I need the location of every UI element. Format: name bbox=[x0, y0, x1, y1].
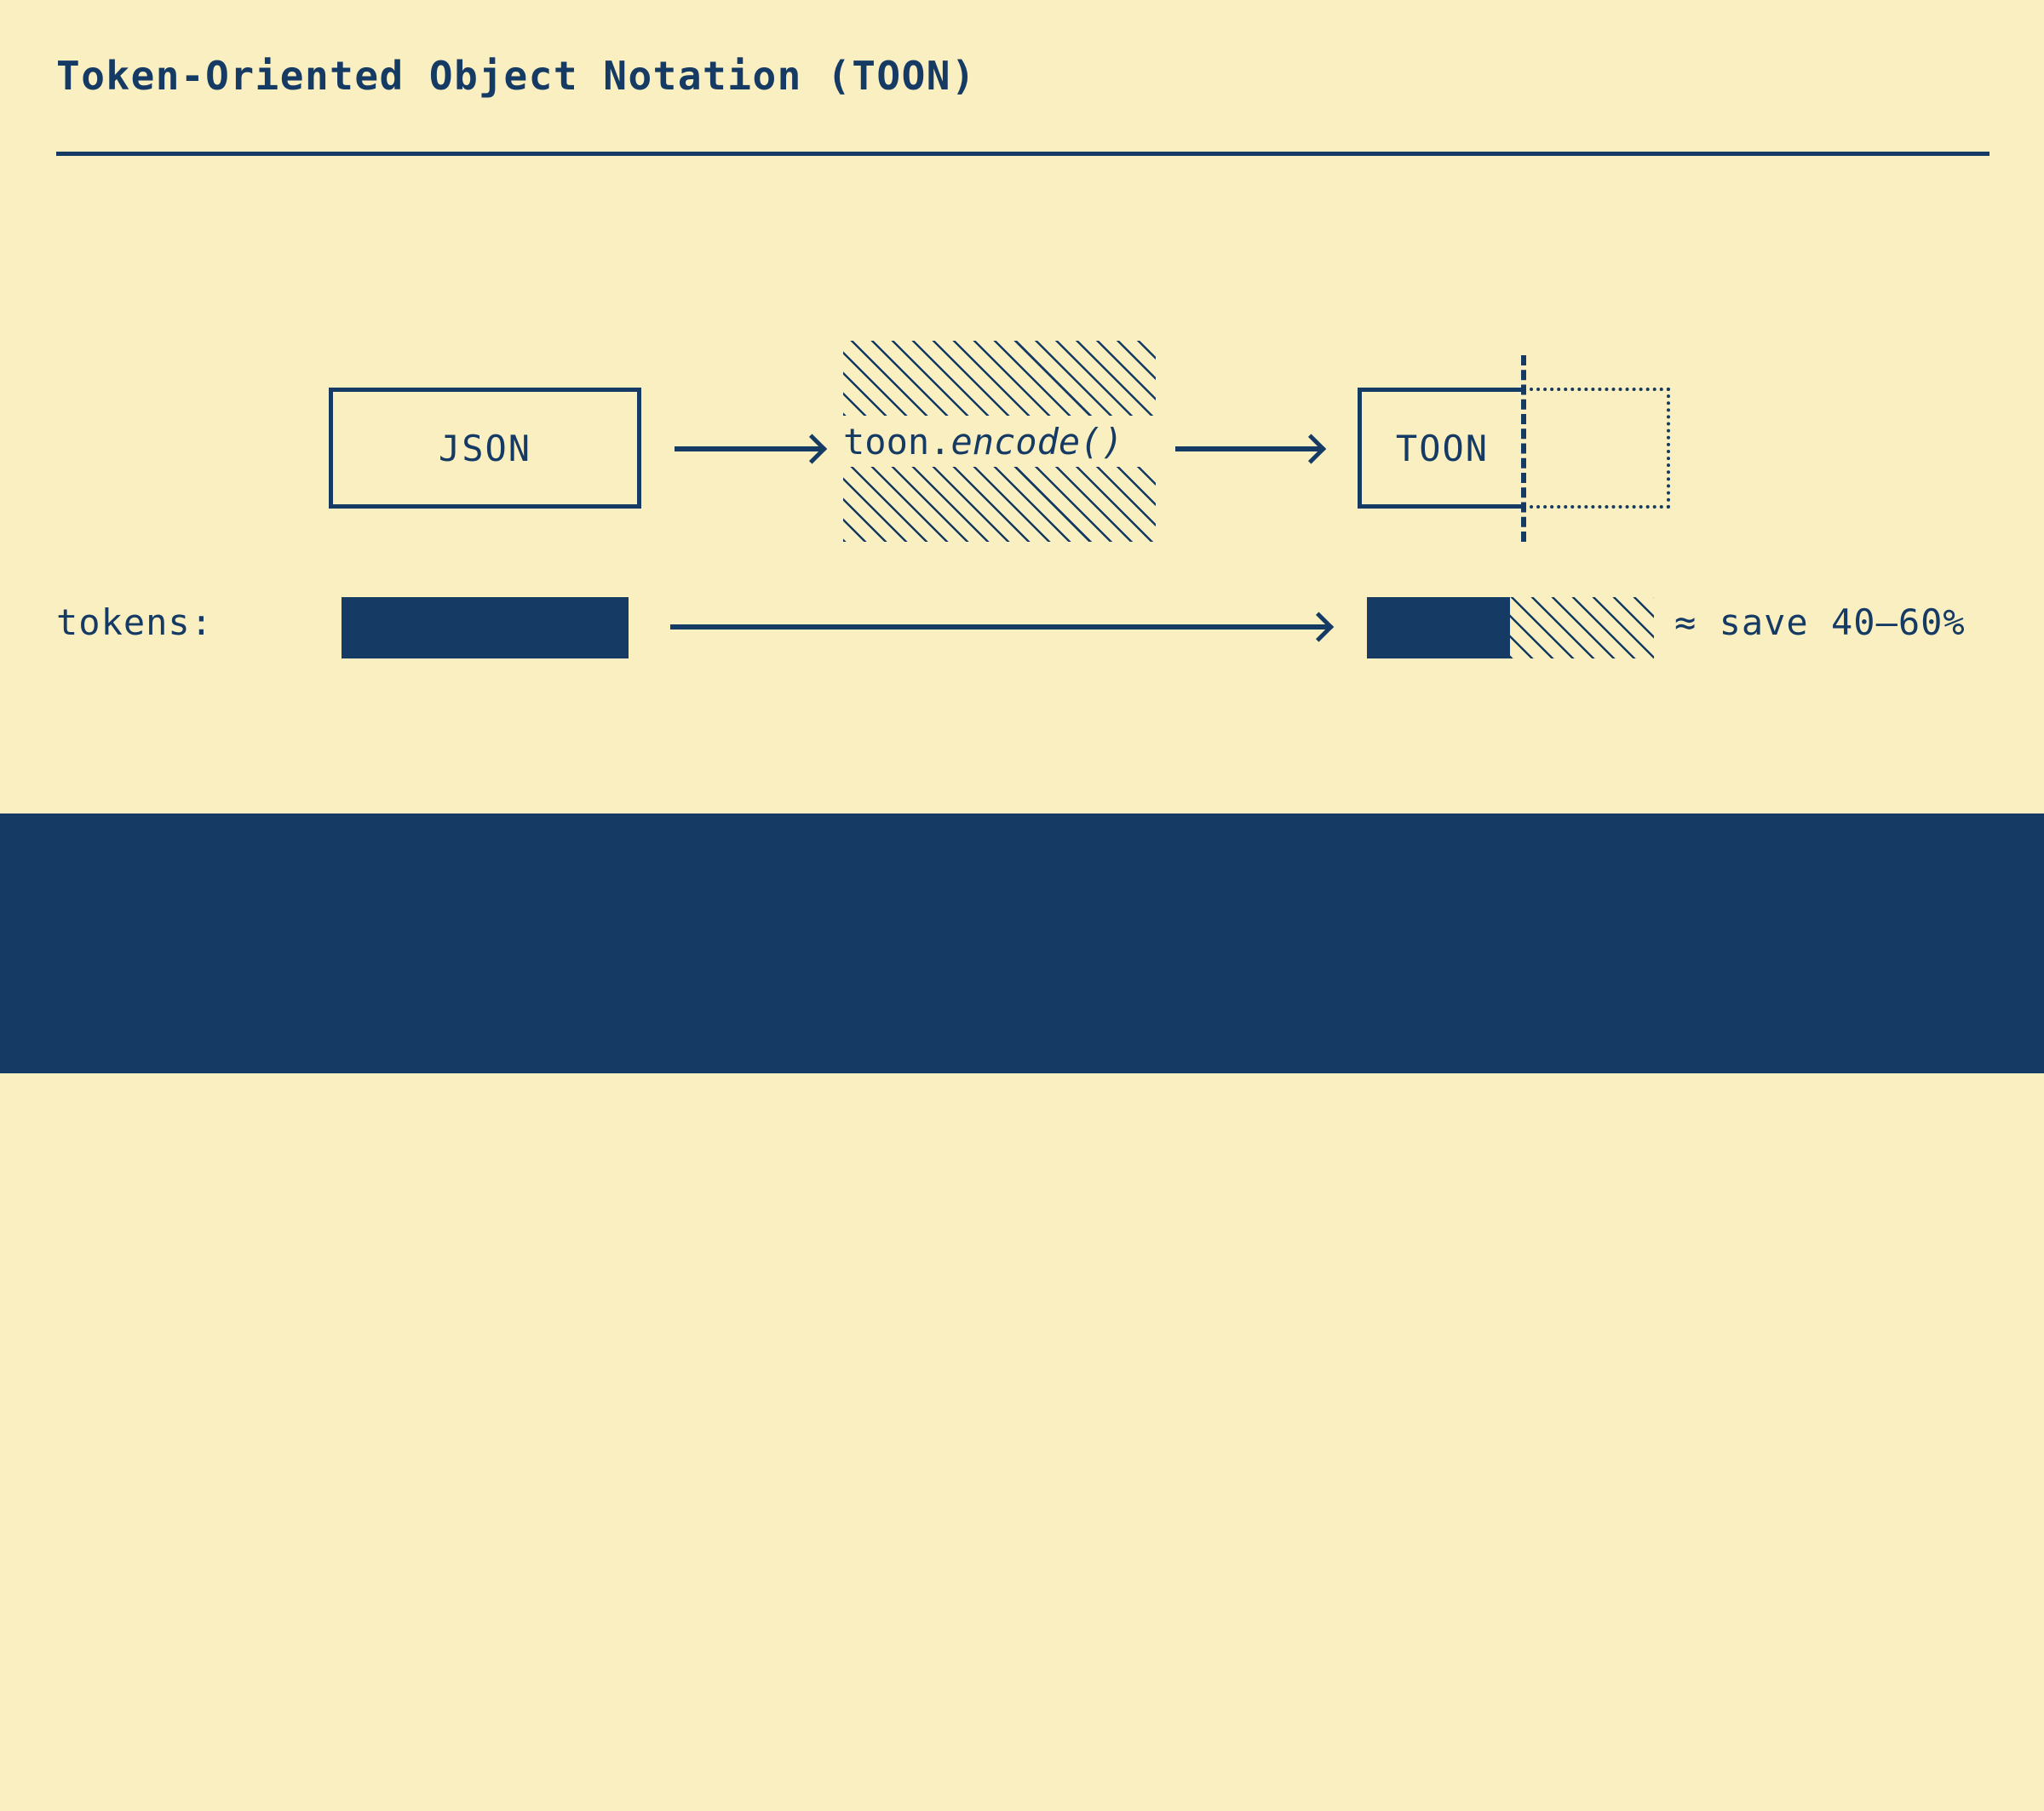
json-box-label: JSON bbox=[438, 427, 532, 469]
sample-row-json: JSON → { "tags": ["jazz", "chill", "lofi… bbox=[320, 1698, 1355, 1739]
sample-format-json: JSON bbox=[320, 1698, 411, 1739]
sample-code-json: { "tags": ["jazz", "chill", "lofi"] } bbox=[526, 1698, 1355, 1739]
encode-call: encode() bbox=[950, 420, 1123, 463]
tokens-row-label: tokens: bbox=[56, 601, 214, 643]
arrow-encode-to-toon bbox=[1175, 446, 1320, 451]
sample-code-toon: tags[3]: jazz,chill,lofi bbox=[526, 1769, 1064, 1811]
header-divider-rule bbox=[56, 152, 1989, 156]
sample-label: sample: bbox=[56, 1698, 214, 1739]
toon-box: TOON bbox=[1358, 388, 1523, 509]
hatch-pattern-top bbox=[843, 341, 1156, 416]
hatch-pattern-bottom bbox=[843, 467, 1156, 542]
tokens-bar-json bbox=[342, 597, 629, 658]
sample-format-toon: TOON bbox=[320, 1769, 411, 1811]
arrow-json-to-encode bbox=[675, 446, 821, 451]
sample-arrow-toon: → bbox=[456, 1769, 479, 1811]
sample-arrow-json: → bbox=[456, 1698, 479, 1739]
encode-namespace: toon. bbox=[843, 420, 951, 463]
sample-band: sample: JSON → { "tags": ["jazz", "chill… bbox=[0, 814, 2044, 1811]
page-title: Token-Oriented Object Notation (TOON) bbox=[56, 53, 977, 99]
json-box: JSON bbox=[329, 388, 641, 509]
slide-canvas: Token-Oriented Object Notation (TOON) JS… bbox=[0, 0, 2044, 1073]
arrow-tokens-comparison bbox=[670, 624, 1328, 630]
encode-function-label: toon.encode() bbox=[843, 416, 1156, 467]
toon-saved-space-outline bbox=[1523, 388, 1670, 509]
toon-box-group: TOON bbox=[1358, 355, 1670, 542]
savings-annotation: ≈ save 40–60% bbox=[1674, 601, 1966, 643]
tokens-bar-toon-used bbox=[1367, 597, 1510, 658]
tokens-bar-toon-saved bbox=[1510, 597, 1654, 658]
toon-size-divider bbox=[1521, 355, 1526, 542]
toon-box-label: TOON bbox=[1395, 427, 1490, 469]
sample-row-toon: TOON → tags[3]: jazz,chill,lofi bbox=[320, 1769, 1064, 1811]
encode-hatched-block: toon.encode() bbox=[843, 341, 1156, 542]
